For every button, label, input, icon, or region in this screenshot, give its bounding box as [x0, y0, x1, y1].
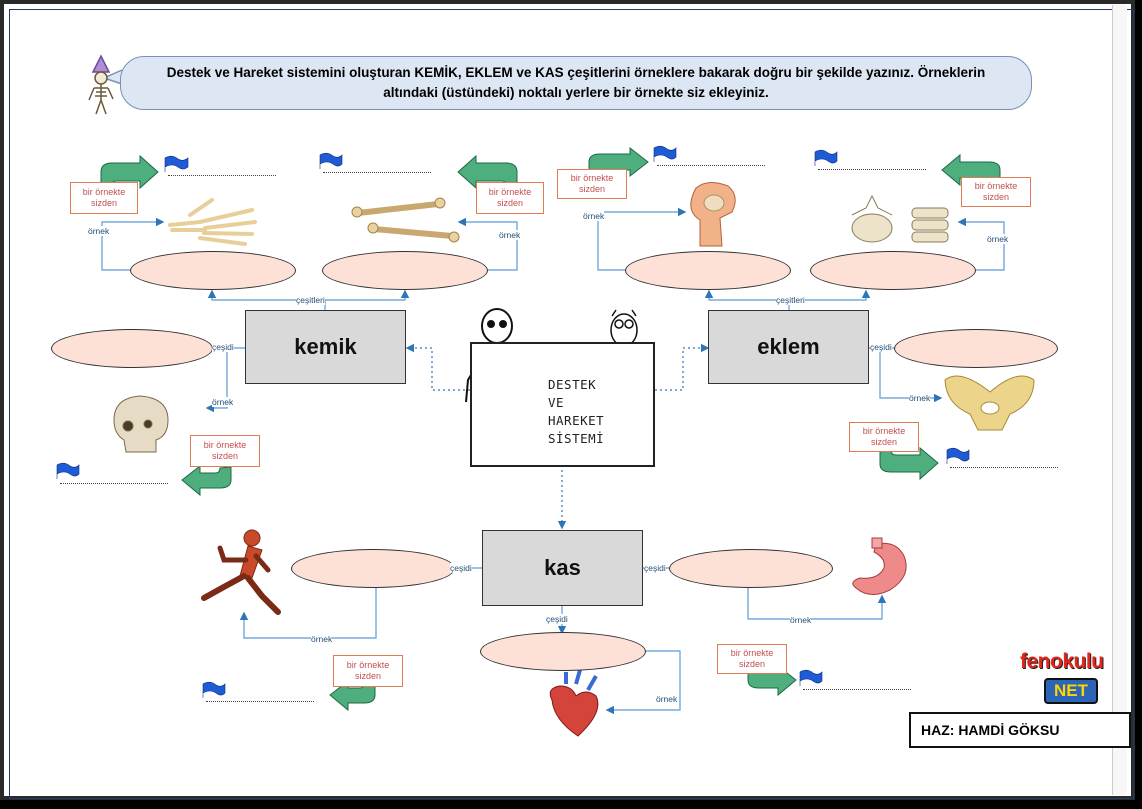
prompt-line: bir örnekte: [82, 187, 126, 197]
prompt-line: bir örnekte: [974, 181, 1018, 191]
example-answer-line[interactable]: [657, 165, 765, 166]
example-answer-line[interactable]: [803, 689, 911, 690]
running-man-muscles-icon: [201, 529, 281, 615]
ornek-label: örnek: [583, 211, 605, 221]
owl-icon: [610, 309, 638, 347]
example-answer-line[interactable]: [818, 169, 926, 170]
long-bones-icon: [355, 201, 455, 239]
prompt-line: bir örnekte: [730, 648, 774, 658]
center-title-line: DESTEK: [548, 377, 597, 392]
ornek-label: örnek: [499, 230, 521, 240]
instructions-bubble: Destek ve Hareket sistemini oluşturan KE…: [120, 56, 1032, 110]
ornek-label: örnek: [656, 694, 678, 704]
skull-icon: [113, 395, 169, 453]
prompt-line: sizden: [354, 671, 381, 681]
ornek-label: örnek: [909, 393, 931, 403]
prompt-line: sizden: [211, 451, 238, 461]
eklem-type-answer-oval[interactable]: [894, 329, 1058, 368]
vertical-scrollbar[interactable]: [1112, 5, 1127, 795]
prompt-line: bir örnekte: [488, 187, 532, 197]
skeleton-character-icon: [88, 54, 114, 115]
prompt-line: sizden: [870, 437, 897, 447]
center-title-line: SİSTEMİ: [548, 431, 605, 446]
kas-type-answer-oval[interactable]: [480, 632, 646, 671]
example-answer-line[interactable]: [206, 701, 314, 702]
kas-box: kas: [482, 530, 643, 606]
ornek-label: örnek: [790, 615, 812, 625]
cesitleri-label: çeşitleri: [776, 295, 805, 305]
worksheet-border: [9, 9, 1134, 799]
ornek-label: örnek: [212, 397, 234, 407]
prompt-line: sizden: [738, 659, 765, 669]
curved-arrow-icon: [879, 446, 939, 481]
center-title-line: VE: [548, 395, 565, 410]
author-label: HAZ: HAMDİ GÖKSU: [909, 712, 1131, 748]
prompt-line: bir örnekte: [203, 440, 247, 450]
flag-icon: [56, 145, 970, 698]
center-title-line: HAREKET: [548, 413, 605, 428]
cesidi-label: çeşidi: [450, 563, 472, 573]
cesidi-label: çeşidi: [870, 342, 892, 352]
knee-joint-icon: [690, 182, 736, 247]
cesidi-label: çeşidi: [644, 563, 666, 573]
vertebrae-icon: [851, 194, 949, 243]
cesitleri-label: çeşitleri: [296, 295, 325, 305]
example-answer-line[interactable]: [168, 175, 276, 176]
pelvis-icon: [944, 375, 1035, 431]
center-panel: [470, 342, 655, 467]
prompt-line: bir örnekte: [570, 173, 614, 183]
heart-icon: [549, 669, 599, 737]
ornek-label: örnek: [311, 634, 333, 644]
kemik-type-answer-oval[interactable]: [130, 251, 296, 290]
prompt-line: sizden: [496, 198, 523, 208]
kemik-type-answer-oval[interactable]: [322, 251, 488, 290]
example-answer-line[interactable]: [323, 172, 431, 173]
prompt-line: bir örnekte: [346, 660, 390, 670]
eklem-type-answer-oval[interactable]: [810, 251, 976, 290]
kemik-type-answer-oval[interactable]: [51, 329, 213, 368]
center-title: DESTEK VE HAREKET SİSTEMİ: [548, 376, 604, 448]
kas-type-answer-oval[interactable]: [291, 549, 455, 588]
example-answer-line[interactable]: [60, 483, 168, 484]
logo-badge: NET: [1044, 678, 1098, 704]
ornek-label: örnek: [987, 234, 1009, 244]
cesidi-label: çeşidi: [546, 614, 568, 624]
ornek-label: örnek: [88, 226, 110, 236]
eklem-type-answer-oval[interactable]: [625, 251, 791, 290]
curved-arrow-icon: [181, 464, 232, 497]
prompt-line: bir örnekte: [862, 426, 906, 436]
instructions-text: Destek ve Hareket sistemini oluşturan KE…: [166, 65, 986, 100]
stomach-icon: [852, 537, 907, 595]
prompt-line: sizden: [578, 184, 605, 194]
eklem-box: eklem: [708, 310, 869, 384]
logo-text: fenokulu: [1020, 650, 1104, 673]
cesidi-label: çeşidi: [212, 342, 234, 352]
example-answer-line[interactable]: [950, 467, 1058, 468]
prompt-line: sizden: [982, 192, 1009, 202]
kemik-box: kemik: [245, 310, 406, 384]
hand-bones-icon: [168, 198, 257, 246]
prompt-line: sizden: [90, 198, 117, 208]
kas-type-answer-oval[interactable]: [669, 549, 833, 588]
